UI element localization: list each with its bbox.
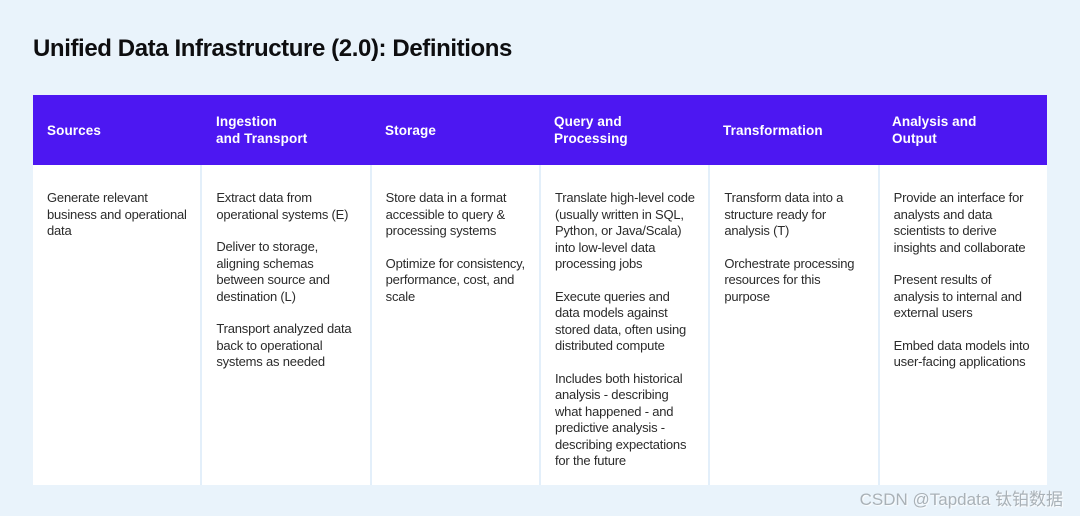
page-title: Unified Data Infrastructure (2.0): Defin…	[33, 35, 512, 62]
column-header-transformation: Transformation	[723, 122, 823, 138]
column-header-sources: Sources	[47, 122, 101, 138]
definition-paragraph: Provide an interface for analysts and da…	[893, 190, 1026, 255]
definition-paragraph: Transport analyzed data back to operatio…	[216, 321, 352, 369]
definition-paragraph: Includes both historical analysis - desc…	[554, 370, 687, 469]
definitions-table: Sources Ingestion and Transport Storage …	[33, 95, 1047, 485]
column-header-ingestion-and-transport: Ingestion and Transport	[216, 114, 308, 146]
definition-paragraph: Translate high-level code (usually writt…	[554, 190, 695, 271]
definition-paragraph: Optimize for consistency, performance, c…	[385, 255, 525, 304]
definition-paragraph: Orchestrate processing resources for thi…	[724, 255, 855, 304]
definition-paragraph: Present results of analysis to internal …	[893, 272, 1022, 320]
watermark: CSDN @Tapdata 钛铂数据	[859, 490, 1063, 509]
definition-paragraph: Embed data models into user-facing appli…	[893, 337, 1030, 370]
column-cell-sources: Generate relevant business and operation…	[33, 165, 201, 485]
column-cell-storage: Store data in a format accessible to que…	[369, 165, 539, 485]
definition-paragraph: Generate relevant business and operation…	[47, 190, 187, 238]
table-header-row: Sources Ingestion and Transport Storage …	[33, 95, 1047, 165]
column-cell-analysis-and-output: Provide an interface for analysts and da…	[877, 165, 1047, 485]
definition-paragraph: Deliver to storage, aligning schemas bet…	[216, 239, 330, 304]
definition-paragraph: Extract data from operational systems (E…	[216, 190, 349, 222]
table-body-row: Generate relevant business and operation…	[33, 165, 1047, 485]
column-cell-ingestion-and-transport: Extract data from operational systems (E…	[200, 165, 370, 485]
definition-paragraph: Store data in a format accessible to que…	[385, 190, 507, 238]
column-header-analysis-and-output: Analysis and Output	[892, 114, 977, 146]
definition-paragraph: Transform data into a structure ready fo…	[724, 190, 844, 238]
definition-paragraph: Execute queries and data models against …	[554, 288, 687, 354]
column-header-query-and-processing: Query and Processing	[554, 114, 628, 146]
column-header-storage: Storage	[385, 122, 436, 138]
column-cell-transformation: Transform data into a structure ready fo…	[708, 165, 878, 485]
column-cell-query-and-processing: Translate high-level code (usually writt…	[538, 165, 709, 485]
